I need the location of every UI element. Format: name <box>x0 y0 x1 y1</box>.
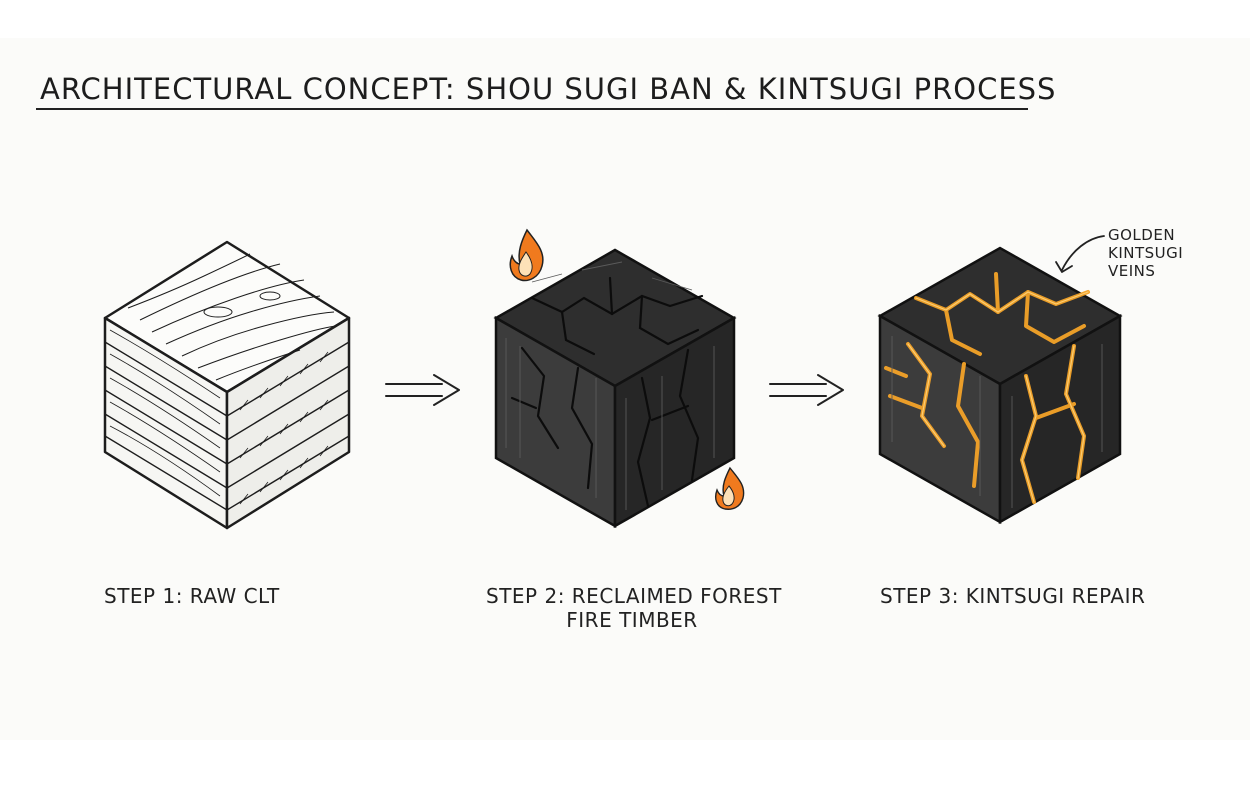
kintsugi-annotation: GOLDEN KINTSUGI VEINS <box>1108 226 1183 280</box>
arrow-right-icon <box>769 374 844 406</box>
page-title: ARCHITECTURAL CONCEPT: SHOU SUGI BAN & K… <box>40 72 1057 106</box>
gold-vein-cube <box>877 246 1123 525</box>
step-1-label: STEP 1: RAW CLT <box>104 584 280 608</box>
arrow-right-icon <box>385 374 460 406</box>
charred-cube <box>493 248 737 529</box>
annotation-line: KINTSUGI <box>1108 244 1184 262</box>
step-2-label-line: FIRE TIMBER <box>566 608 698 632</box>
step-2-label-line: STEP 2: RECLAIMED FOREST <box>486 584 782 608</box>
title-underline <box>36 108 1028 110</box>
annotation-line: VEINS <box>1108 262 1156 280</box>
annotation-line: GOLDEN <box>1108 226 1176 244</box>
step-3-label: STEP 3: KINTSUGI REPAIR <box>880 584 1146 608</box>
step-2-label: STEP 2: RECLAIMED FOREST FIRE TIMBER <box>486 584 782 632</box>
raw-wood-cube <box>103 240 351 530</box>
curved-arrow-icon <box>1055 235 1105 273</box>
flame-icon <box>715 466 745 510</box>
flame-icon <box>509 228 544 282</box>
